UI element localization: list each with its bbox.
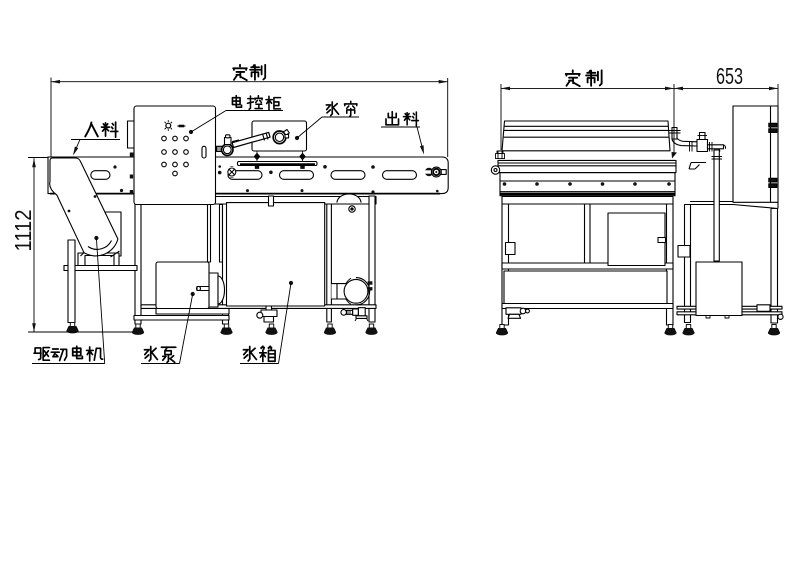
- svg-text:1112: 1112: [10, 210, 36, 252]
- svg-text:653: 653: [716, 63, 743, 89]
